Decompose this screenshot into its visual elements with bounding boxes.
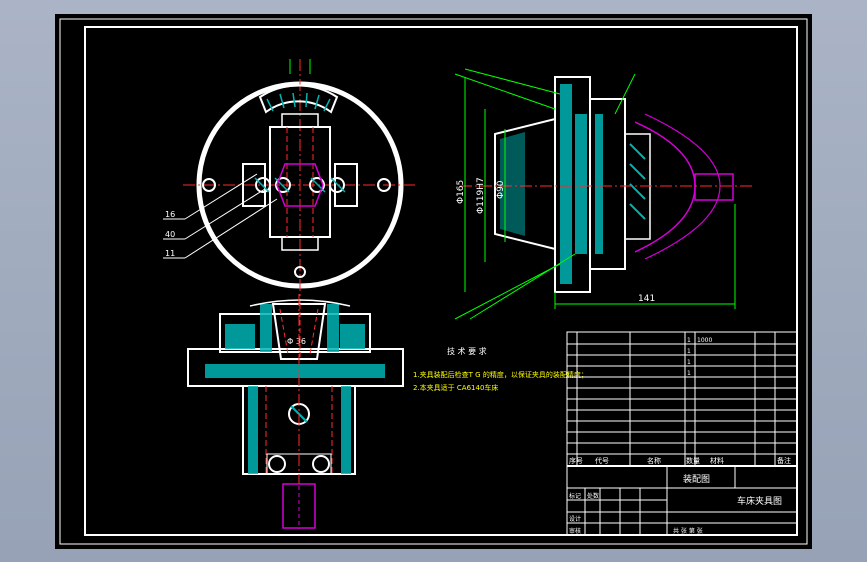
spindle-cone-hatch [500, 132, 525, 236]
right-jaw [334, 163, 358, 207]
leader-bottom-1 [454, 263, 561, 320]
lower-right-hatch [341, 386, 351, 474]
mount-hole-right [377, 178, 391, 192]
bottom-roller-right [312, 455, 330, 473]
fixture-name: 车床夹具图 [737, 495, 782, 507]
leader-top-2 [464, 68, 561, 95]
sheet-label: 共 张 第 张 [673, 527, 703, 535]
note-2: 2.本夹具适于 CA6140车床 [413, 383, 498, 392]
col-header-name: 名称 [647, 456, 661, 465]
tapered-workpiece [271, 303, 327, 360]
mount-hole-bottom [294, 266, 306, 278]
inner-border [84, 26, 798, 536]
roller-hatch [254, 177, 346, 193]
title-block [566, 331, 798, 536]
top-arc [249, 299, 351, 307]
leader-11 [184, 198, 278, 259]
workpiece-hidden-lines [279, 304, 319, 359]
leader-16 [184, 173, 258, 220]
notes-title: 技 术 要 求 [447, 346, 487, 356]
t-slot-hatch [266, 92, 331, 112]
col-header-code: 代号 [595, 456, 609, 465]
workpiece-stem [694, 173, 734, 201]
mount-hole-left [202, 178, 216, 192]
technical-notes: 技 术 要 求 1.夹具装配后检查T G 的精度，以保证夹具的装配精度； 2.本… [413, 346, 588, 392]
clamp-bottom-block [281, 236, 319, 251]
side-roller-hatch [629, 143, 646, 220]
top-view: 16 40 11 [163, 59, 415, 304]
t-slot-arc [258, 84, 339, 114]
workpiece-outline [276, 163, 324, 207]
col-header-qty: 数量 [686, 456, 700, 465]
col-header-no: 序号 [569, 456, 583, 465]
workpiece-dome [634, 121, 696, 253]
sign-label-3: 设计 [569, 515, 581, 523]
right-bush-hatch [327, 304, 339, 352]
right-roller [329, 177, 345, 193]
dim-phi36: Φ 36 [287, 337, 306, 346]
sign-label-4: 审核 [569, 527, 581, 535]
leader-top-3 [614, 73, 636, 115]
left-bush-hatch [260, 304, 272, 352]
left-inner-roller [275, 177, 291, 193]
qty-row-4: 1 [687, 370, 691, 377]
front-section-view: Φ 36 [187, 294, 404, 529]
outer-border [59, 18, 808, 545]
left-roller [255, 177, 271, 193]
title-block-frame [566, 331, 798, 536]
drawing-svg: 16 40 11 Φ 36 [59, 18, 808, 545]
dim-phi119: Φ119H7 [476, 177, 486, 214]
upper-right-hatch [340, 324, 365, 349]
leader-40 [184, 188, 266, 240]
right-inner-roller [309, 177, 325, 193]
sign-label-2: 处数 [587, 492, 599, 500]
side-flange-hatch [560, 84, 572, 284]
left-jaw [242, 163, 266, 207]
leader-label-16: 16 [165, 210, 175, 219]
lower-left-hatch [248, 386, 258, 474]
dim-phi165: Φ165 [456, 180, 466, 204]
remark-value: 1000 [697, 337, 712, 344]
leader-label-11: 11 [165, 249, 175, 258]
dim-141: 141 [638, 294, 655, 304]
col-header-material: 材料 [710, 456, 724, 465]
leader-top-1 [454, 73, 556, 110]
note-1: 1.夹具装配后检查T G 的精度，以保证夹具的装配精度； [413, 370, 588, 379]
qty-row-1: 1 [687, 337, 691, 344]
clamp-top-block [281, 113, 319, 128]
col-header-remark: 备注 [777, 456, 791, 465]
side-body-hatch [595, 114, 603, 254]
side-flange-hatch-2 [575, 114, 587, 254]
leader-bottom-2 [469, 253, 576, 320]
qty-row-3: 1 [687, 359, 691, 366]
base-flange-hatch [205, 364, 385, 378]
cad-drawing-canvas: 16 40 11 Φ 36 [55, 14, 812, 549]
bottom-roller-left [268, 455, 286, 473]
sign-label-1: 标记 [569, 492, 581, 500]
drawing-name: 装配图 [683, 473, 710, 485]
dim-phi90: Φ90 [496, 180, 506, 199]
upper-left-hatch [225, 324, 255, 349]
upper-body [219, 313, 371, 353]
spindle-cone [494, 117, 556, 251]
qty-row-2: 1 [687, 348, 691, 355]
side-section-view: Φ165 Φ119H7 Φ90 141 [454, 68, 755, 320]
leader-label-40: 40 [165, 230, 175, 239]
title-block-text: 序号 代号 名称 数量 材料 备注 1 1 1 1 1000 装配图 车床夹具图… [569, 337, 791, 535]
